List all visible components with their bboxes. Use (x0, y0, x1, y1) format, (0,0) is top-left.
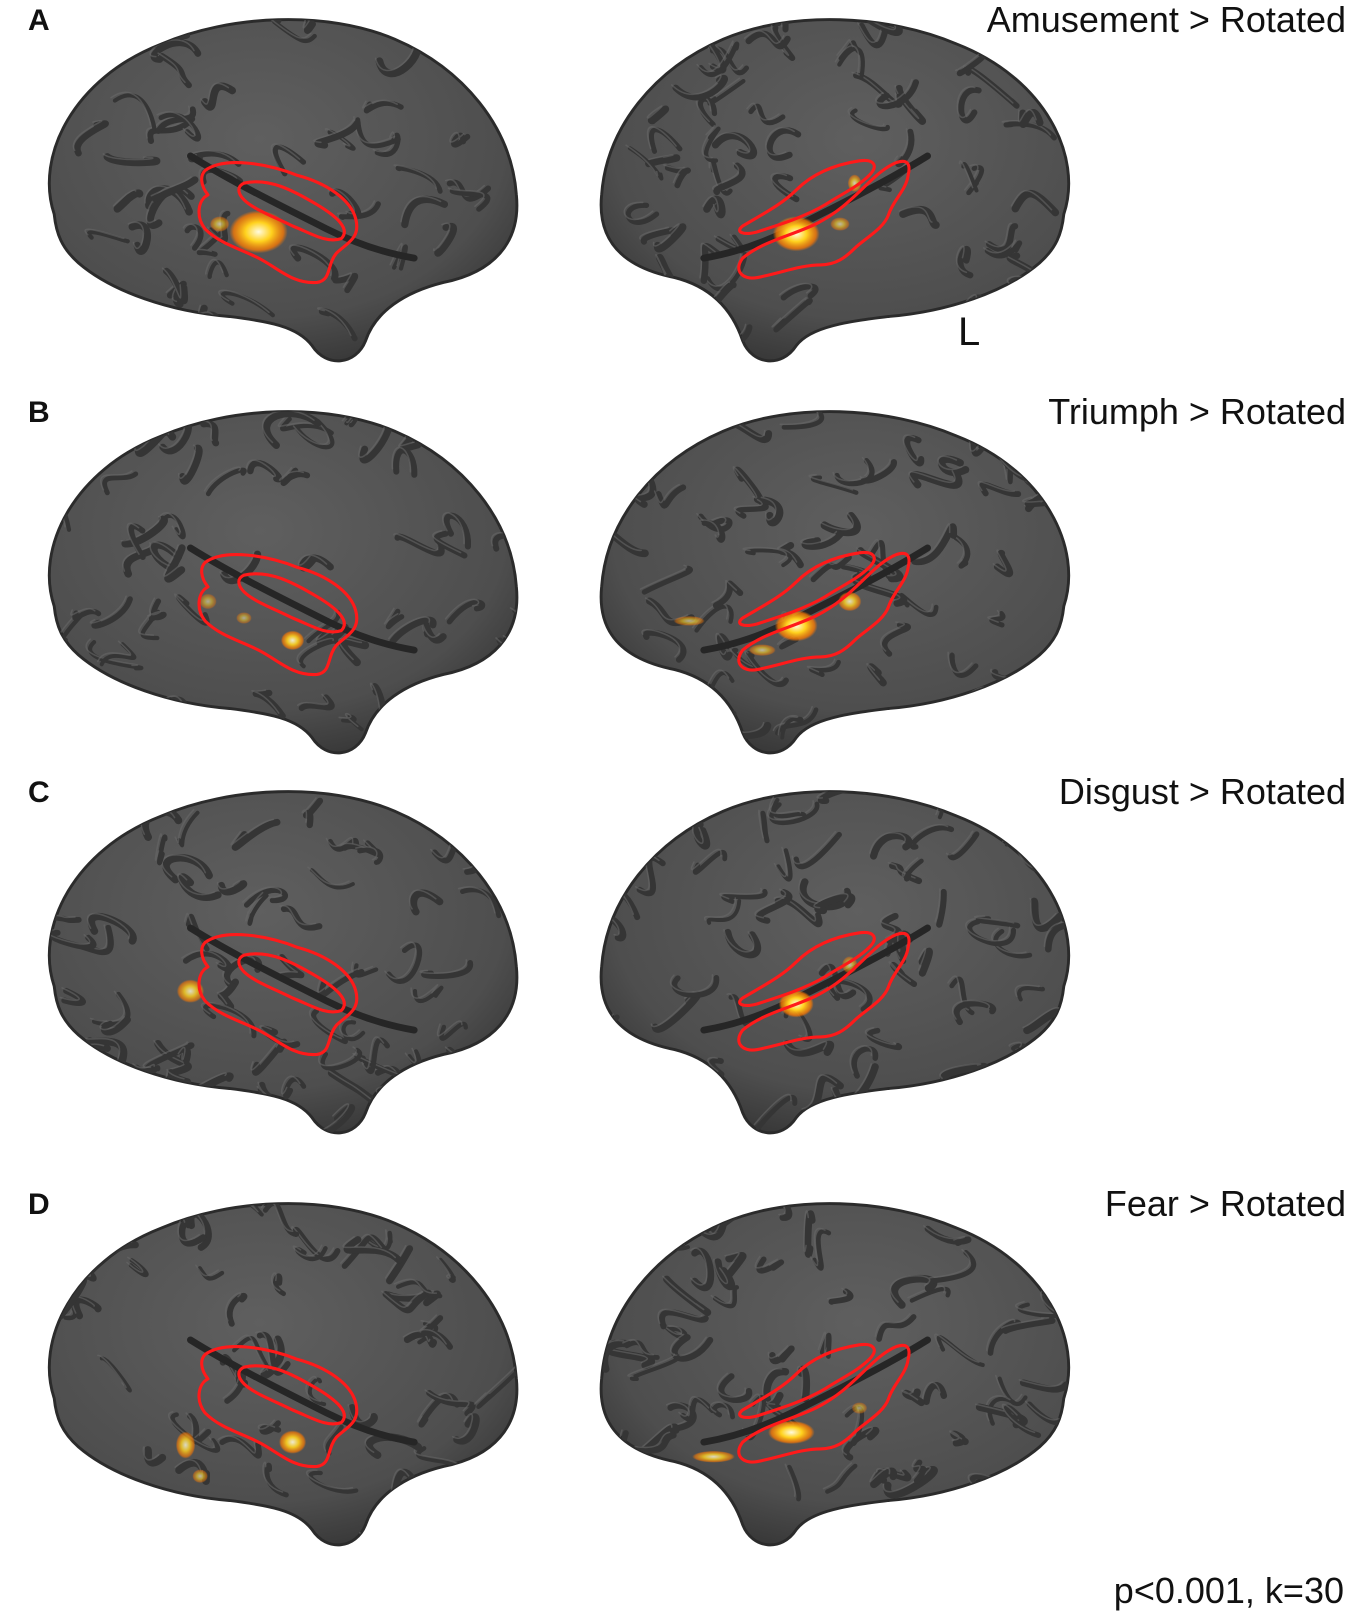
panel-letter: D (28, 1188, 50, 1221)
contrast-title: Disgust > Rotated (1058, 771, 1346, 812)
sylvian-fissure (187, 544, 418, 654)
activation-blob (192, 1469, 208, 1483)
activation-blob (278, 1430, 307, 1454)
roi-outline-inner (237, 180, 346, 242)
activation-blob (280, 630, 305, 651)
roi-outline-outer (737, 1343, 911, 1464)
activation-blob (768, 1420, 815, 1445)
activation-blob (692, 1450, 735, 1463)
brain-surface-svg (599, 790, 1071, 1135)
cortex-surface (599, 790, 1071, 1135)
brain-surface-svg (599, 18, 1071, 363)
panel-c: C Disgust > Rotated (0, 772, 1350, 1162)
contrast-title: Amusement > Rotated (986, 0, 1346, 40)
right-hemisphere-render (28, 10, 528, 370)
roi-outline-inner (738, 1342, 876, 1419)
activation-clusters (692, 1402, 868, 1463)
roi-outline-outer (737, 159, 911, 280)
hemisphere-label: L (958, 310, 981, 354)
panel-letter: B (28, 396, 50, 429)
panel-letter: C (28, 776, 50, 809)
sylvian-fissure (187, 152, 418, 262)
activation-clusters (176, 979, 205, 1003)
roi-outline-inner (738, 930, 876, 1007)
panel-d: D Fear > Rotated (0, 1184, 1350, 1574)
brain-surface-svg (599, 1202, 1071, 1547)
panel-b: B Triumph > Rotated (0, 392, 1350, 782)
right-hemisphere-render (28, 1194, 528, 1554)
sylvian-fissure (187, 924, 418, 1034)
sylvian-fissure (700, 1336, 931, 1446)
roi-outline-inner (738, 158, 876, 235)
roi-outline-outer (197, 161, 359, 284)
left-hemisphere-render (590, 1194, 1090, 1554)
panel-a: A Amusement > Rotated L (0, 0, 1350, 390)
right-hemisphere-render (28, 782, 528, 1142)
activation-clusters (175, 1430, 307, 1483)
activation-blob (838, 591, 862, 612)
activation-clusters (209, 210, 288, 254)
activation-blob (748, 644, 776, 656)
roi-outline-inner (237, 572, 346, 634)
statistics-threshold-note: p<0.001, k=30 (1113, 1570, 1344, 1611)
sylvian-fissure (187, 1336, 418, 1446)
brain-surface-svg (599, 410, 1071, 755)
roi-outline-outer (737, 551, 911, 672)
brain-surface-svg (47, 410, 519, 755)
activation-blob (175, 1431, 196, 1459)
roi-outline-inner (738, 550, 876, 627)
cortex-surface (599, 1202, 1071, 1547)
roi-outline-inner (237, 952, 346, 1014)
cortex-surface (47, 18, 519, 363)
left-hemisphere-render (590, 782, 1090, 1142)
activation-blob (209, 216, 230, 232)
brain-surface-svg (47, 18, 519, 363)
brain-surface-svg (47, 790, 519, 1135)
activation-blob (236, 612, 252, 624)
activation-blob (229, 210, 288, 254)
cortex-surface (47, 410, 519, 755)
activation-blob (851, 1402, 868, 1414)
left-hemisphere-render (590, 402, 1090, 762)
roi-outline-outer (197, 553, 359, 676)
left-hemisphere-render (590, 10, 1090, 370)
activation-blob (199, 593, 217, 610)
panel-letter: A (28, 4, 50, 37)
right-hemisphere-render (28, 402, 528, 762)
activation-blob (830, 217, 850, 231)
contrast-title: Fear > Rotated (1104, 1183, 1346, 1224)
roi-outline-outer (197, 1345, 359, 1468)
activation-clusters (199, 593, 305, 651)
brain-surface-svg (47, 1202, 519, 1547)
roi-outline-outer (197, 933, 359, 1056)
activation-blob (176, 979, 205, 1003)
roi-outline-inner (237, 1364, 346, 1426)
activation-blob (673, 616, 705, 626)
cortex-surface (599, 18, 1071, 363)
roi-outline-outer (737, 931, 911, 1052)
contrast-title: Triumph > Rotated (1048, 391, 1346, 432)
